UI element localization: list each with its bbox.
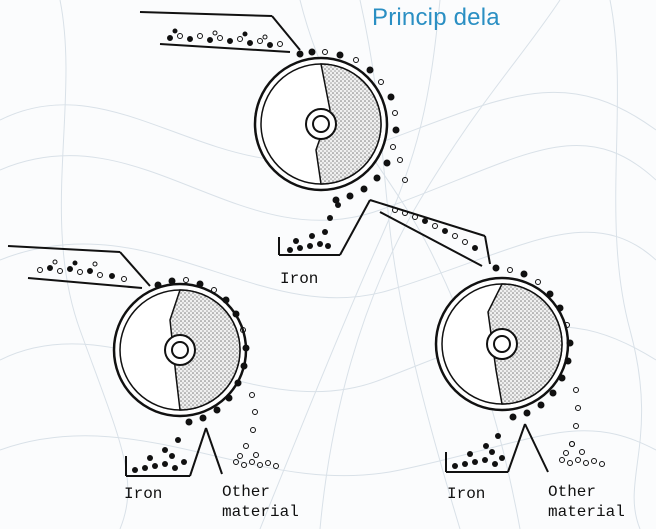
- divider-wedge-top: [339, 199, 491, 267]
- iron-particles-right: [452, 433, 505, 469]
- feed-particles-left: [37, 259, 127, 282]
- label-top-iron: Iron: [280, 270, 319, 288]
- magnetic-drum-right: [434, 276, 570, 412]
- label-left-other-line2: material: [222, 503, 299, 521]
- magnetic-drum-left: [112, 282, 248, 418]
- other-particles-right: [559, 441, 605, 467]
- label-right-other-line1: Other: [548, 483, 597, 501]
- diagram-title: Princip dela: [372, 4, 500, 31]
- label-left-iron: Iron: [124, 485, 163, 503]
- feed-particles-top: [167, 28, 283, 48]
- feed-chute-left: [7, 245, 151, 289]
- collection-tray-top-iron: [278, 237, 340, 256]
- label-right-other-material: Other material: [548, 482, 625, 522]
- magnetic-drum-top: [253, 56, 389, 192]
- drum-particles-right: [492, 264, 581, 447]
- drum-particles-top: [296, 48, 408, 204]
- other-particles-top-chute: [392, 207, 478, 251]
- drum-particles-left: [154, 277, 258, 433]
- label-right-other-line2: material: [548, 503, 625, 521]
- divider-wedge-left: [189, 427, 223, 477]
- iron-particles-top: [287, 202, 341, 253]
- other-particles-left: [233, 443, 279, 469]
- label-left-other-material: Other material: [222, 482, 299, 522]
- collection-tray-right-iron: [445, 452, 508, 473]
- divider-wedge-right: [507, 423, 549, 473]
- label-left-other-line1: Other: [222, 483, 271, 501]
- label-right-iron: Iron: [447, 485, 486, 503]
- iron-particles-left: [132, 437, 187, 473]
- feed-chute-top: [139, 11, 301, 53]
- collection-tray-left-iron: [125, 456, 190, 477]
